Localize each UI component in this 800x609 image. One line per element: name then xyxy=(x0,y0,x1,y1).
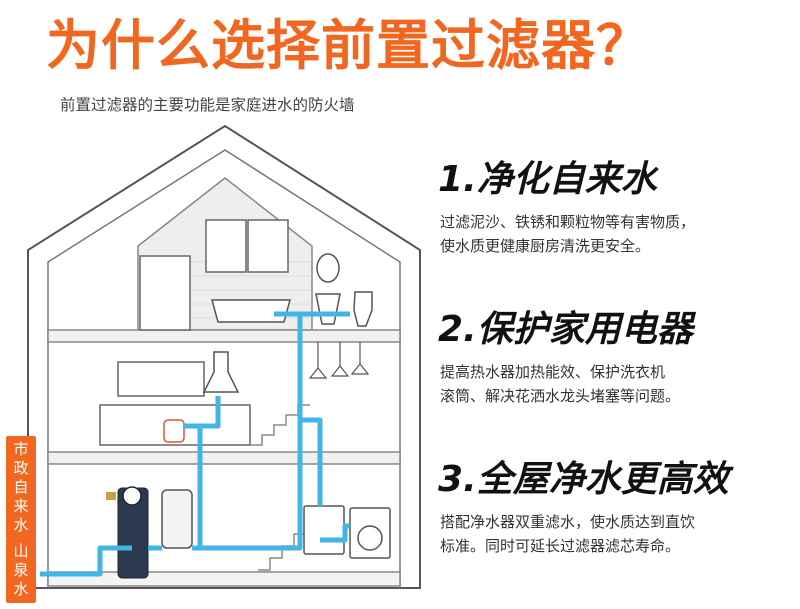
feature-description: 过滤泥沙、铁锈和颗粒物等有害物质， 使水质更健康厨房清洗更安全。 xyxy=(440,210,788,258)
feature-line: 搭配净水器双重滤水，使水质达到直饮 xyxy=(440,513,696,531)
bathroom-mirror xyxy=(316,253,340,283)
kitchen-cabinet-top xyxy=(117,361,205,397)
wall-water-heater xyxy=(303,505,345,555)
water-pipes xyxy=(40,311,350,577)
feature-description: 提高热水器加热能效、保护洗衣机 滚筒、解决花洒水龙头堵塞等问题。 xyxy=(440,360,788,408)
spring-water-char: 山 xyxy=(13,542,29,560)
house-illustration xyxy=(27,124,421,589)
feature-purify: 1.净化自来水 过滤泥沙、铁锈和颗粒物等有害物质， 使水质更健康厨房清洗更安全。 xyxy=(438,158,788,258)
feature-protect-appliances: 2.保护家用电器 提高热水器加热能效、保护洗衣机 滚筒、解决花洒水龙头堵塞等问题… xyxy=(438,308,788,408)
feature-title: 3.全屋净水更高效 xyxy=(438,459,729,500)
window-left xyxy=(205,219,247,273)
water-softener xyxy=(161,489,193,549)
city-water-tag: 市 政 自 来 水 xyxy=(6,436,36,539)
spring-water-tag: 山 泉 水 xyxy=(6,538,36,603)
feature-line: 标准。同时可延长过滤器滤芯寿命。 xyxy=(440,537,681,555)
city-water-char: 政 xyxy=(13,459,29,477)
feature-line: 滚筒、解决花洒水龙头堵塞等问题。 xyxy=(440,387,681,405)
spring-water-char: 水 xyxy=(13,580,29,598)
feature-title: 2.保护家用电器 xyxy=(438,309,693,350)
bathtub xyxy=(211,299,291,323)
feature-line: 过滤泥沙、铁锈和颗粒物等有害物质， xyxy=(440,213,696,231)
house-inner-outline xyxy=(47,149,401,588)
pre-filter-brass-head xyxy=(106,492,116,500)
window-right xyxy=(247,219,289,273)
page-title: 为什么选择前置过滤器？ xyxy=(46,14,651,77)
bathroom-door xyxy=(139,255,191,331)
spring-water-char: 泉 xyxy=(13,561,29,579)
pendant-lamps xyxy=(308,342,370,379)
floor-slab-2 xyxy=(47,451,401,465)
feature-whole-house: 3.全屋净水更高效 搭配净水器双重滤水，使水质达到直饮 标准。同时可延长过滤器滤… xyxy=(438,458,788,558)
feature-line: 提高热水器加热能效、保护洗衣机 xyxy=(440,363,666,381)
city-water-char: 来 xyxy=(13,497,29,515)
city-water-char: 水 xyxy=(13,516,29,534)
toilet xyxy=(353,291,373,327)
city-water-char: 自 xyxy=(13,478,29,496)
page-subtitle: 前置过滤器的主要功能是家庭进水的防火墙 xyxy=(60,96,355,114)
feature-description: 搭配净水器双重滤水，使水质达到直饮 标准。同时可延长过滤器滤芯寿命。 xyxy=(440,510,788,558)
city-water-char: 市 xyxy=(13,440,29,458)
washing-machine-drum xyxy=(357,525,383,551)
feature-line: 使水质更健康厨房清洗更安全。 xyxy=(440,237,651,255)
water-heater-small xyxy=(163,419,185,443)
range-hood xyxy=(202,351,240,393)
floor-slab-3 xyxy=(47,329,401,343)
pre-filter-gauge xyxy=(122,486,142,506)
feature-title: 1.净化自来水 xyxy=(438,159,657,200)
